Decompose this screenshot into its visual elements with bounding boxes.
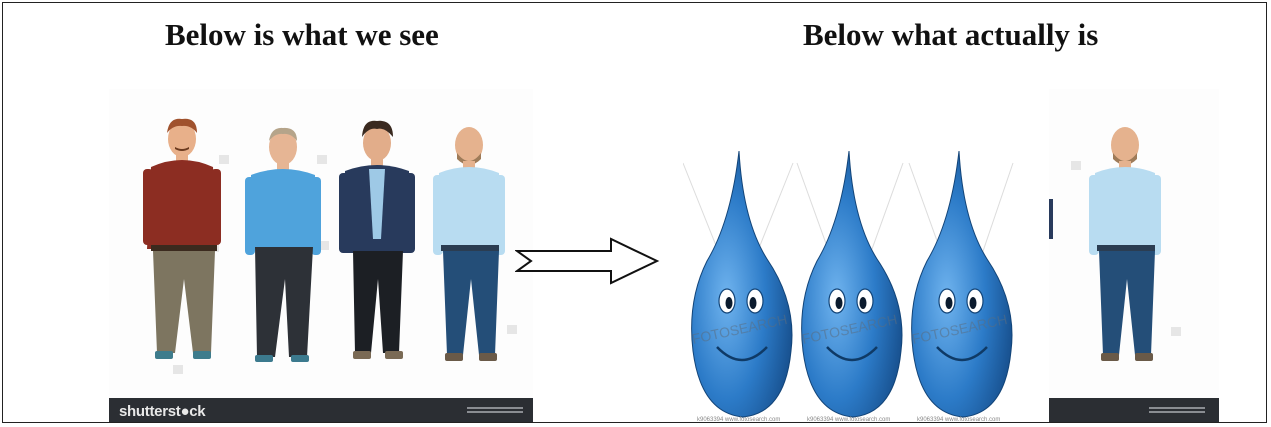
drop-caption: k9063394 www.fotosearch.com [697, 417, 780, 423]
water-drop-characters: FOTOSEARCH FOTOSEARCH FOTOSEARCH k906339… [683, 123, 1015, 423]
drop-caption: k9063394 www.fotosearch.com [917, 417, 1000, 423]
man-mustache-red-shirt [143, 119, 221, 359]
men-illustration [109, 89, 533, 423]
shutterstock-footer-bar [1049, 398, 1219, 423]
stock-image-four-men: shutterst●ck [109, 89, 533, 423]
shutterstock-logo: shutterst●ck [119, 403, 205, 420]
man-bald-light-shirt [433, 127, 505, 361]
man-dark-blazer [339, 121, 415, 359]
man-blue-sweater [245, 128, 321, 362]
image-id-text [1149, 407, 1205, 417]
heading-what-actually-is: Below what actually is [803, 17, 1098, 53]
bald-man-illustration [1049, 89, 1219, 423]
image-id-text [467, 407, 523, 417]
right-arrow-icon [515, 235, 661, 285]
heading-what-we-see: Below is what we see [165, 17, 439, 53]
shutterstock-footer-bar: shutterst●ck [109, 398, 533, 423]
cropped-stock-figure [1049, 89, 1219, 423]
drop-caption: k9063394 www.fotosearch.com [807, 417, 890, 423]
drops-illustration [683, 123, 1015, 423]
